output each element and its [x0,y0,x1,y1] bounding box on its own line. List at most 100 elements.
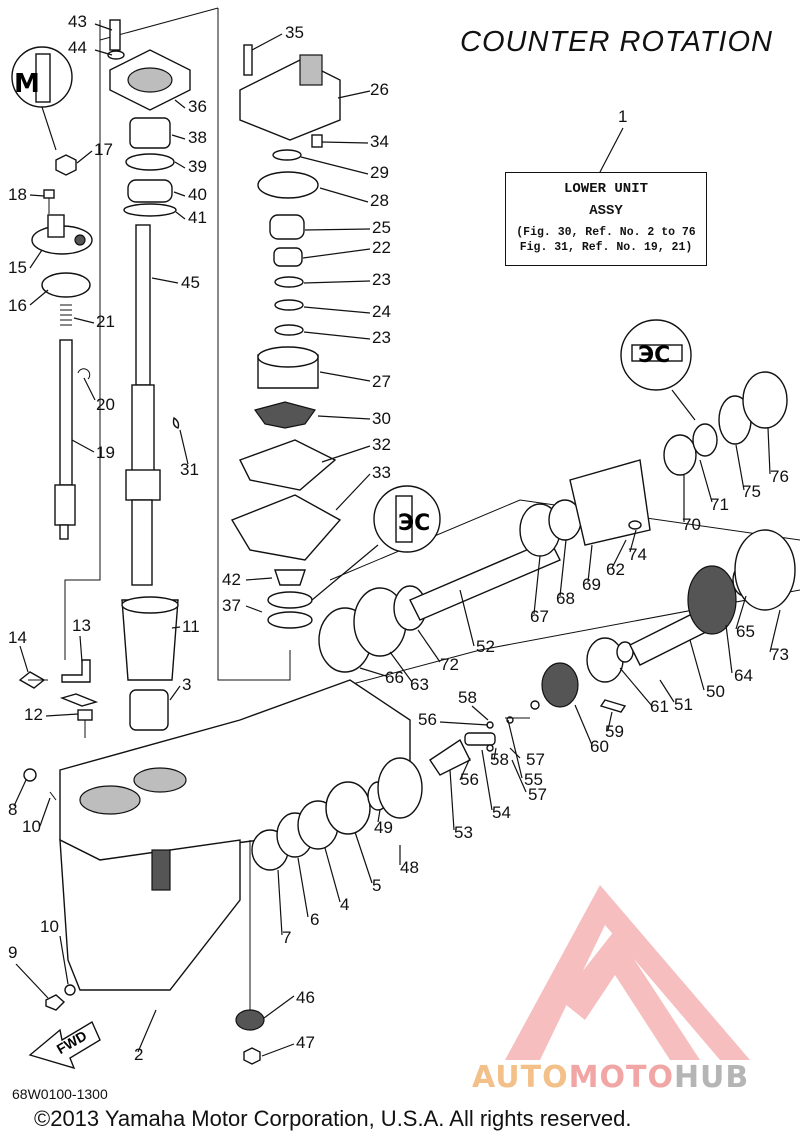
callout-line-55 [507,719,523,779]
assembly-line3-text: (Fig. 30, Ref. No. 2 to 76 [516,226,696,239]
callout-line-56 [459,757,471,781]
part-number-36: 36 [188,97,207,116]
part-number-68: 68 [556,589,575,608]
callout-line-57 [511,759,527,793]
callout-line-64 [725,624,733,674]
callout-line-45 [151,277,179,284]
callout-line-35 [251,33,283,51]
part-callout-lines [13,23,781,1057]
callout-line-15 [29,249,43,269]
part-number-32: 32 [372,435,391,454]
callout-line-41 [175,211,186,220]
part-number-10: 10 [22,817,41,836]
part-number-6: 6 [310,910,319,929]
callout-line-11 [171,626,181,629]
fwd-arrow: FWD [28,1020,101,1070]
callout-line-66 [359,667,387,677]
callout-line-25 [304,228,371,231]
part-number-26: 26 [370,80,389,99]
callout-line-56 [439,721,489,726]
part-number-17: 17 [94,140,113,159]
part-number-8: 8 [8,800,17,819]
part-number-28: 28 [370,191,389,210]
part-number-40: 40 [188,185,207,204]
assembly-reference-box: LOWER UNIT ASSY (Fig. 30, Ref. No. 2 to … [505,172,707,266]
callout-line-57 [509,747,521,759]
part-number-61: 61 [650,697,669,716]
part-number-76: 76 [770,467,789,486]
callout-line-65 [735,595,747,630]
part-number-3: 3 [182,675,191,694]
callout-line-23 [303,331,371,340]
part-number-60: 60 [590,737,609,756]
page-title: COUNTER ROTATION [460,26,773,58]
part-number-48: 48 [400,858,419,877]
callout-line-21 [73,317,95,324]
callout-line-3 [169,685,181,701]
part-number-66: 66 [385,668,404,687]
callout-line-30 [317,415,371,420]
part-number-57: 57 [526,750,545,769]
svg-text:ЭC: ЭC [398,511,430,536]
watermark-logo [505,885,750,1060]
callout-line-71 [699,459,713,503]
callout-line-17 [76,150,93,164]
svg-text:M: M [14,69,40,99]
callout-line-39 [174,161,186,169]
part-number-29: 29 [370,163,389,182]
part-number-46: 46 [296,988,315,1007]
cc-mark-symbol-left: ЭC [311,485,441,601]
callout-line-20 [83,377,96,401]
copyright-notice: ©2013 Yamaha Motor Corporation, U.S.A. A… [34,1106,632,1131]
callout-line-69 [587,544,593,583]
callout-line-73 [769,609,781,653]
part-number-23: 23 [372,270,391,289]
part-number-73: 73 [770,645,789,664]
part-number-45: 45 [181,273,200,292]
watermark-part1: AUTO [472,1060,569,1095]
callout-line-44 [94,49,113,56]
callout-line-37 [245,605,263,613]
part-number-30: 30 [372,409,391,428]
watermark-part2: MOTO [568,1060,674,1095]
callout-line-27 [319,371,371,382]
callout-line-9 [15,963,49,999]
part-number-21: 21 [96,312,115,331]
callout-line-59 [607,711,613,731]
callout-line-4 [324,847,341,903]
callout-line-38 [171,134,186,140]
figure-code: 68W0100-1300 [12,1086,108,1102]
callout-line-5 [354,831,373,884]
part-number-25: 25 [372,218,391,237]
callout-line-10 [59,935,69,985]
callout-line-47 [261,1043,295,1057]
callout-line-18 [29,194,45,197]
part-number-5: 5 [372,876,381,895]
part-number-49: 49 [374,818,393,837]
part-number-72: 72 [440,655,459,674]
part-number-12: 12 [24,705,43,724]
callout-line-50 [689,639,705,691]
parts-water-pump-column [230,44,342,629]
callout-line-23 [303,280,371,284]
callout-line-16 [29,289,49,306]
part-number-10: 10 [40,917,59,936]
part-number-69: 69 [582,575,601,594]
part-number-51: 51 [674,695,693,714]
part-number-16: 16 [8,296,27,315]
parts-rear-gear-group [429,529,796,776]
callout-line-10 [39,797,51,827]
cc-mark-symbol-right: ЭC [620,319,696,421]
callout-line-19 [71,439,95,453]
part-number-62: 62 [606,560,625,579]
part-number-18: 18 [8,185,27,204]
callout-line-62 [611,539,627,569]
callout-line-40 [173,191,186,197]
assembly-line4-text: Fig. 31, Ref. No. 19, 21) [519,241,693,254]
part-number-13: 13 [72,616,91,635]
part-number-15: 15 [8,258,27,277]
part-number-54: 54 [492,803,511,822]
part-number-4: 4 [340,895,349,914]
parts-propeller-shaft-group [318,371,788,673]
callout-line-60 [574,704,593,746]
